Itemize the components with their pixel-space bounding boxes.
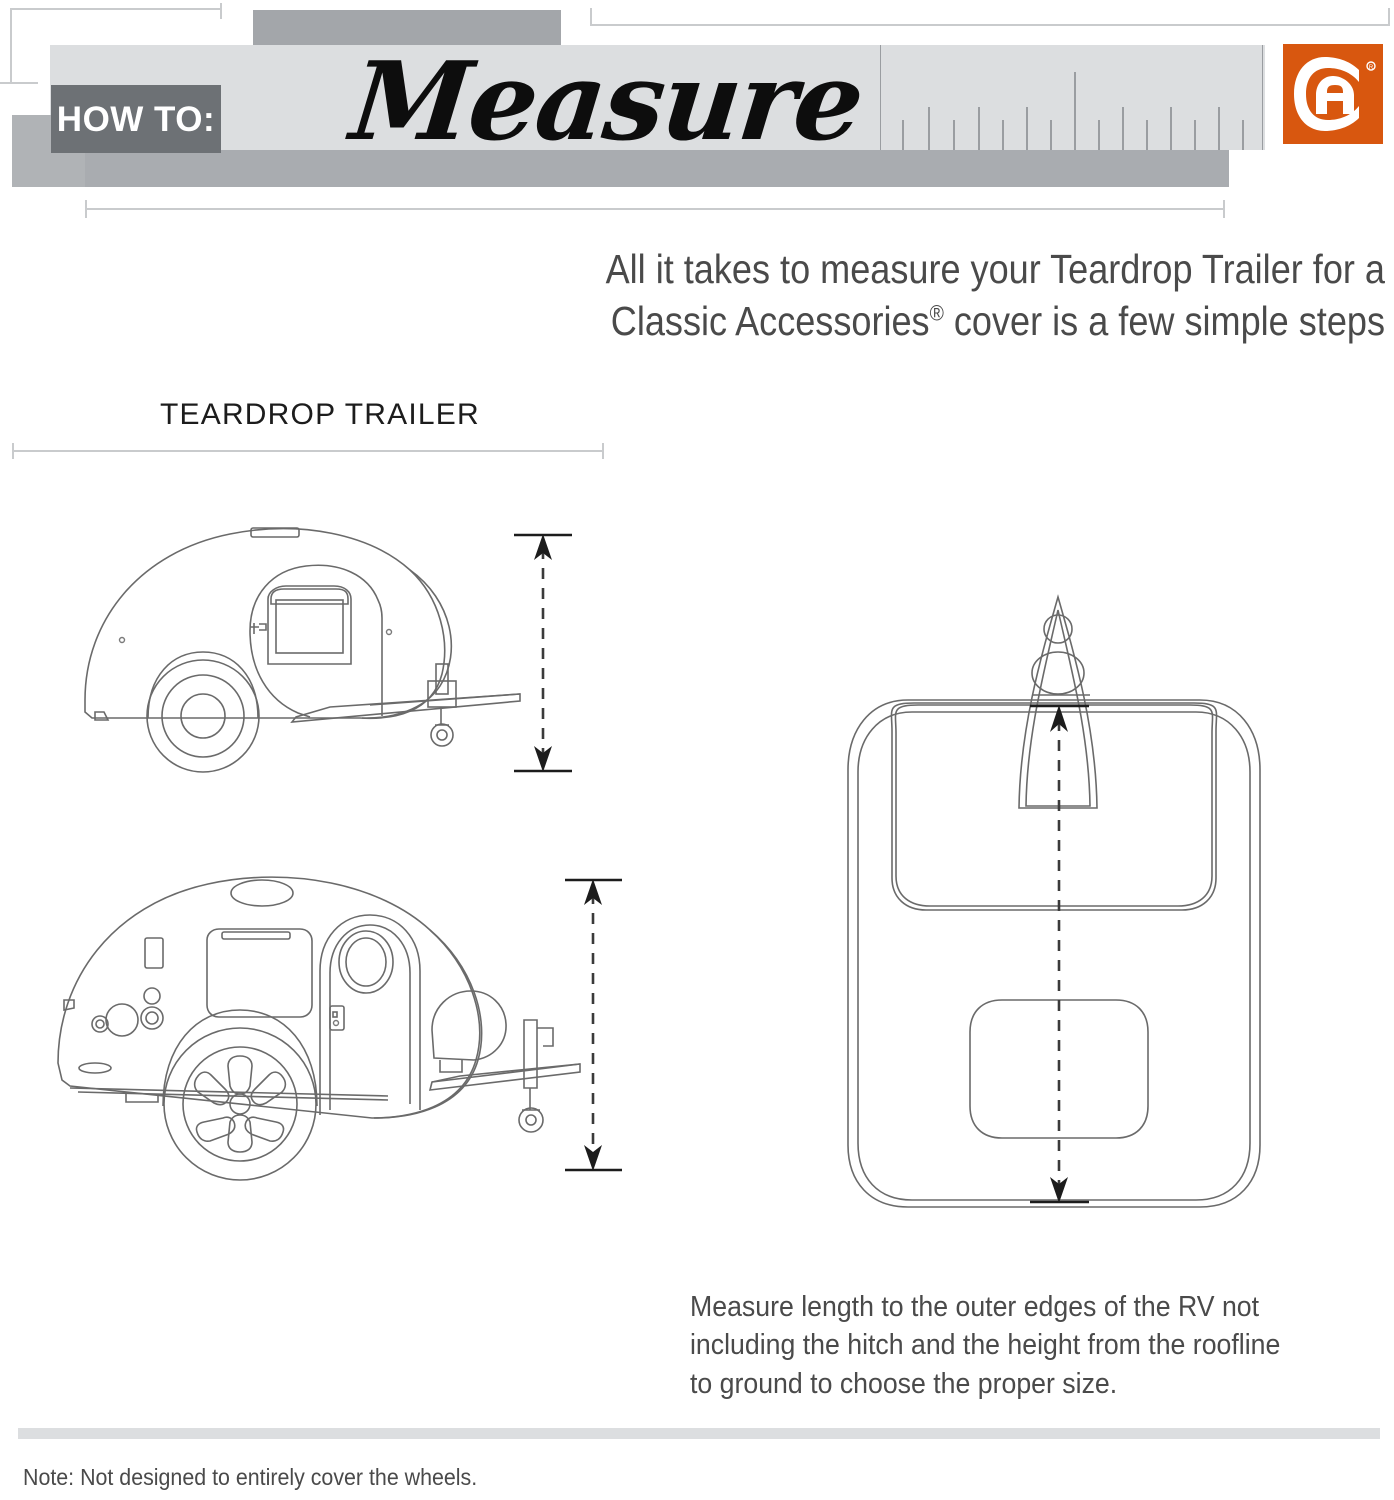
measure-instructions-line-3: to ground to choose the proper size. <box>690 1367 1118 1400</box>
header-bracket-top-right-endcap <box>1388 8 1390 26</box>
svg-text:R: R <box>1369 65 1374 71</box>
teardrop-trailer-side-view-simple <box>84 527 521 773</box>
ruler-graphic <box>780 45 1265 150</box>
header-mid-band <box>84 150 1229 187</box>
header-bracket-top-right-cap <box>590 8 592 26</box>
length-dimension-arrow-topview <box>1030 704 1089 1204</box>
header-accent-block-top <box>253 10 561 45</box>
measure-instructions: Measure length to the outer edges of the… <box>690 1288 1297 1403</box>
section-dimension-line <box>12 450 604 452</box>
header-bracket-topleft <box>10 8 222 10</box>
section-dimension-cap-right <box>602 443 604 459</box>
header-bracket-topleft-left <box>10 8 12 83</box>
section-title: TEARDROP TRAILER <box>160 398 480 431</box>
header-banner: HOW TO: Measure R <box>0 0 1394 232</box>
footer-divider <box>18 1428 1380 1439</box>
intro-brand: Classic Accessories <box>610 298 930 345</box>
ruler-tick <box>1170 107 1172 150</box>
header-light-band <box>50 45 1265 150</box>
page-title: Measure <box>345 39 868 165</box>
height-dimension-arrow-lower <box>565 878 622 1172</box>
header-bracket-topleft-cap <box>220 3 222 19</box>
howto-label: HOW TO: <box>56 99 216 139</box>
ruler-tick <box>1242 120 1244 150</box>
teardrop-trailer-top-view <box>847 594 1261 1208</box>
ruler-edge-right <box>1262 45 1263 150</box>
header-bracket-topleft-foot <box>0 82 38 84</box>
ruler-tick <box>1002 120 1004 150</box>
howto-badge: HOW TO: <box>51 85 221 153</box>
measure-instructions-line-1: Measure length to the outer edges of the… <box>690 1291 1260 1323</box>
section-dimension-cap-left <box>12 443 14 459</box>
ruler-edge-left <box>880 45 881 150</box>
ca-monogram-icon: R <box>1294 57 1376 131</box>
teardrop-trailer-side-view-detailed <box>57 876 581 1181</box>
ruler-tick <box>1050 120 1052 150</box>
registered-mark: ® <box>929 300 944 326</box>
ruler-tick-major <box>1074 72 1076 150</box>
ruler-tick <box>978 107 980 150</box>
ruler-tick <box>928 107 930 150</box>
intro-line-1: All it takes to measure your Teardrop Tr… <box>605 246 1385 292</box>
ruler-tick <box>1218 107 1220 150</box>
height-dimension-arrow-upper <box>514 533 572 773</box>
footer-note: Note: Not designed to entirely cover the… <box>23 1464 478 1490</box>
ruler-tick <box>1026 107 1028 150</box>
ruler-tick <box>1146 120 1148 150</box>
measure-instructions-line-2: including the hitch and the height from … <box>690 1329 1281 1362</box>
intro-line-2-tail: cover is a few simple steps <box>943 298 1385 345</box>
ruler-tick <box>1098 120 1100 150</box>
ruler-tick <box>902 120 904 150</box>
intro-line-2: Classic Accessories® cover is a few simp… <box>536 295 1385 347</box>
ruler-tick <box>1194 120 1196 150</box>
intro-text: All it takes to measure your Teardrop Tr… <box>536 243 1385 348</box>
header-bracket-top-right <box>590 24 1390 26</box>
header-bracket-bottom <box>85 208 1225 210</box>
header-bracket-bottom-right-cap <box>1223 200 1225 218</box>
ruler-tick <box>1122 107 1124 150</box>
classic-accessories-logo: R <box>1283 44 1383 144</box>
ruler-tick <box>953 120 955 150</box>
